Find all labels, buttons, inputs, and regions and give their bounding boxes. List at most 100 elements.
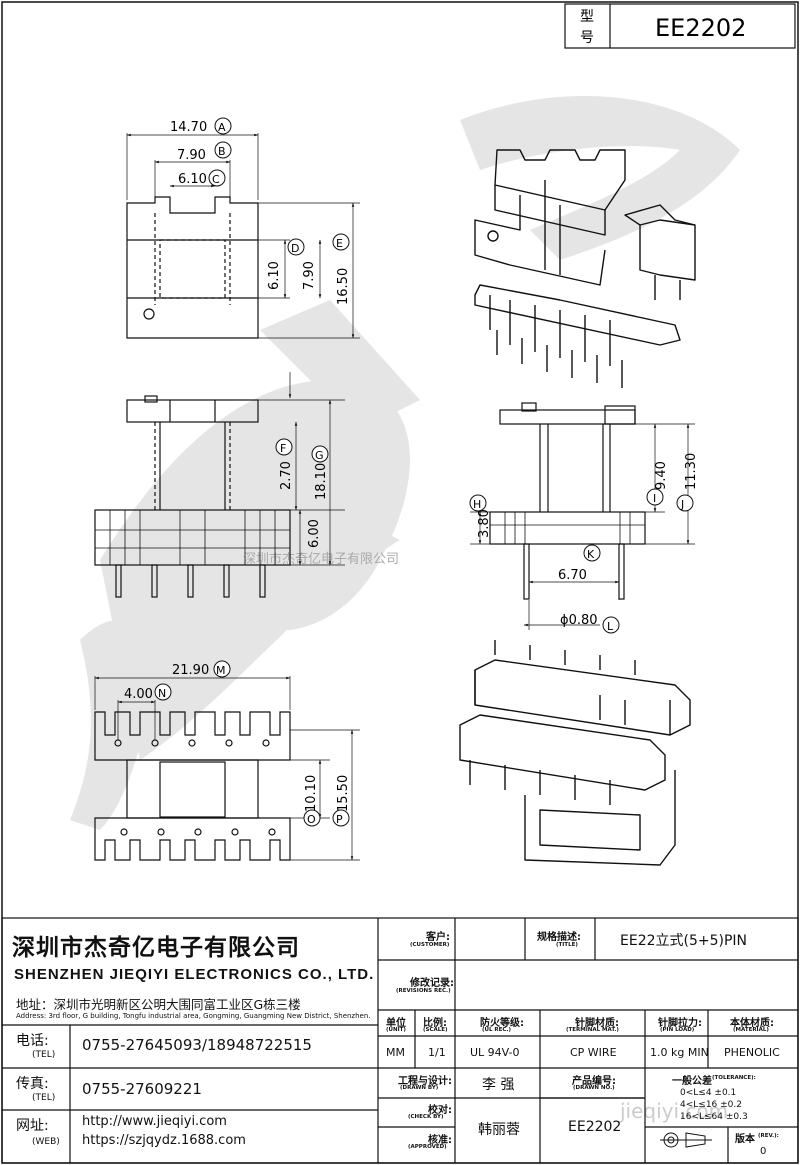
flame-label-cn: 防火等级:: [480, 1018, 524, 1029]
pin-load-label-cn: 针脚拉力:: [658, 1018, 702, 1029]
drawn-value: 李 强: [482, 1077, 515, 1093]
dim-C-value: 6.10: [178, 172, 207, 187]
dim-B-value: 7.90: [177, 148, 206, 163]
company-name-en: SHENZHEN JIEQIYI ELECTRONICS CO., LTD.: [14, 966, 375, 983]
version-value: 0: [760, 1146, 767, 1157]
revision-label-cn: 修改记录:: [410, 978, 454, 989]
spec-label-en: (TITLE): [556, 942, 578, 948]
dim-G-tag: G: [311, 445, 329, 463]
front-view: [94, 372, 345, 598]
projection-symbol: [660, 1132, 712, 1148]
svg-text:B: B: [218, 145, 226, 158]
web-link-2[interactable]: https://szjqydz.1688.com: [82, 1133, 246, 1148]
svg-text:A: A: [218, 121, 226, 134]
approved-value: 韩丽蓉: [478, 1122, 520, 1138]
svg-text:H: H: [473, 498, 481, 511]
svg-text:K: K: [587, 548, 595, 561]
isometric-view-assembled: [459, 640, 691, 866]
dim-J-value: 11.30: [684, 453, 699, 490]
dim-H-tag: H: [469, 494, 487, 512]
material-label-en: (MATERIAL): [733, 1027, 769, 1033]
fax-label-cn: 传真:: [16, 1076, 49, 1092]
top-view: [126, 133, 360, 339]
dim-C-tag: C: [208, 169, 226, 187]
dim-N-tag: N: [154, 683, 172, 701]
isometric-view-exploded: [474, 149, 696, 388]
side-view: [470, 402, 695, 630]
tolerance-label-en: (TOLERANCE):: [712, 1075, 756, 1081]
dim-B-tag: B: [214, 141, 232, 159]
flame-value: UL 94V-0: [470, 1046, 520, 1059]
dim-E-tag: E: [332, 233, 350, 251]
pin-mat-value: CP WIRE: [570, 1046, 617, 1059]
dim-A-value: 14.70: [170, 120, 207, 135]
dim-O-value: 10.10: [304, 775, 319, 812]
tolerance-label-cn: 一般公差: [672, 1076, 712, 1087]
dim-N-value: 4.00: [124, 687, 153, 702]
revision-label-en: (REVISIONS REC.): [396, 988, 451, 994]
scale-label-en: (SCALE): [423, 1027, 448, 1033]
model-header: 型 号 EE2202: [564, 3, 796, 49]
unit-value: MM: [386, 1046, 405, 1059]
approved-label-cn: 核准:: [428, 1135, 452, 1146]
product-no-label-en: (DRAWN NO.): [573, 1085, 615, 1091]
dim-G-value: 18.10: [314, 463, 329, 500]
check-label-en: (CHECK BY): [408, 1114, 444, 1120]
spec-label-cn: 规格描述:: [537, 932, 581, 943]
web-link-1[interactable]: http://www.jieqiyi.com: [82, 1114, 227, 1129]
material-label-cn: 本体材质:: [730, 1018, 774, 1029]
watermark-logo: [70, 96, 740, 830]
drawn-label-cn: 工程与设计:: [398, 1076, 452, 1087]
company-address-cn: 地址：深圳市光明新区公明大围同富工业区G栋三楼: [16, 997, 301, 1012]
version-label-cn: 版本: [735, 1134, 755, 1145]
fax-value: 0755-27609221: [82, 1080, 202, 1098]
dim-6-00: 6.00: [307, 519, 322, 548]
svg-text:O: O: [307, 813, 316, 826]
svg-text:P: P: [336, 813, 343, 826]
product-no-value: EE2202: [568, 1119, 622, 1135]
web-label-en: (WEB): [32, 1137, 60, 1147]
svg-text:L: L: [607, 620, 614, 633]
tel-value: 0755-27645093/18948722515: [82, 1036, 312, 1054]
company-address-en: Address: 3rd floor, G building, Tongfu i…: [16, 1012, 371, 1020]
company-name-cn: 深圳市杰奇亿电子有限公司: [12, 935, 300, 961]
tolerance-row-1: 0<L≤4 ±0.1: [680, 1088, 737, 1098]
svg-text:F: F: [280, 442, 286, 455]
unit-label-cn: 单位: [386, 1018, 406, 1029]
tel-label-cn: 电话:: [16, 1033, 49, 1049]
product-no-label-cn: 产品编号:: [572, 1076, 616, 1087]
watermark-url-text: jieqiyi.com: [619, 1099, 728, 1123]
flame-label-en: (UL REC.): [482, 1027, 512, 1033]
dim-L-value: ϕ0.80: [560, 613, 598, 628]
fax-label-en: (TEL): [32, 1093, 56, 1103]
web-label-cn: 网址:: [16, 1118, 49, 1134]
approved-label-en: (APPROVED): [408, 1144, 447, 1150]
tolerance-row-3: 16<L≤64 ±0.3: [680, 1112, 748, 1122]
dim-M-tag: M: [213, 660, 231, 678]
svg-text:D: D: [291, 242, 299, 255]
pin-mat-label-cn: 针脚材质:: [575, 1018, 619, 1029]
svg-text:G: G: [315, 449, 324, 462]
svg-text:I: I: [653, 492, 656, 505]
dim-I-value: 9.40: [654, 461, 669, 490]
tolerance-row-2: 4<L≤16 ±0.2: [680, 1100, 742, 1110]
dim-L-tag: L: [602, 616, 620, 634]
dim-J-tag: J: [676, 494, 694, 512]
svg-text:M: M: [216, 664, 226, 677]
dim-F-tag: F: [275, 438, 293, 456]
dim-P-value: 15.50: [336, 775, 351, 812]
dim-P-tag: P: [332, 809, 350, 827]
customer-label-cn: 客户:: [426, 932, 450, 943]
dim-H-value: 3.80: [477, 509, 492, 538]
svg-text:C: C: [212, 173, 220, 186]
customer-label-en: (CUSTOMER): [410, 942, 450, 948]
dim-7-90-vertical: 7.90: [302, 261, 317, 290]
scale-value: 1/1: [428, 1046, 446, 1059]
tel-label-en: (TEL): [32, 1050, 56, 1060]
dim-16-50: 16.50: [336, 268, 351, 305]
model-value: EE2202: [655, 14, 746, 42]
dim-D-tag: D: [287, 238, 305, 256]
dim-I-tag: I: [646, 488, 664, 506]
dim-O-tag: O: [303, 809, 321, 827]
